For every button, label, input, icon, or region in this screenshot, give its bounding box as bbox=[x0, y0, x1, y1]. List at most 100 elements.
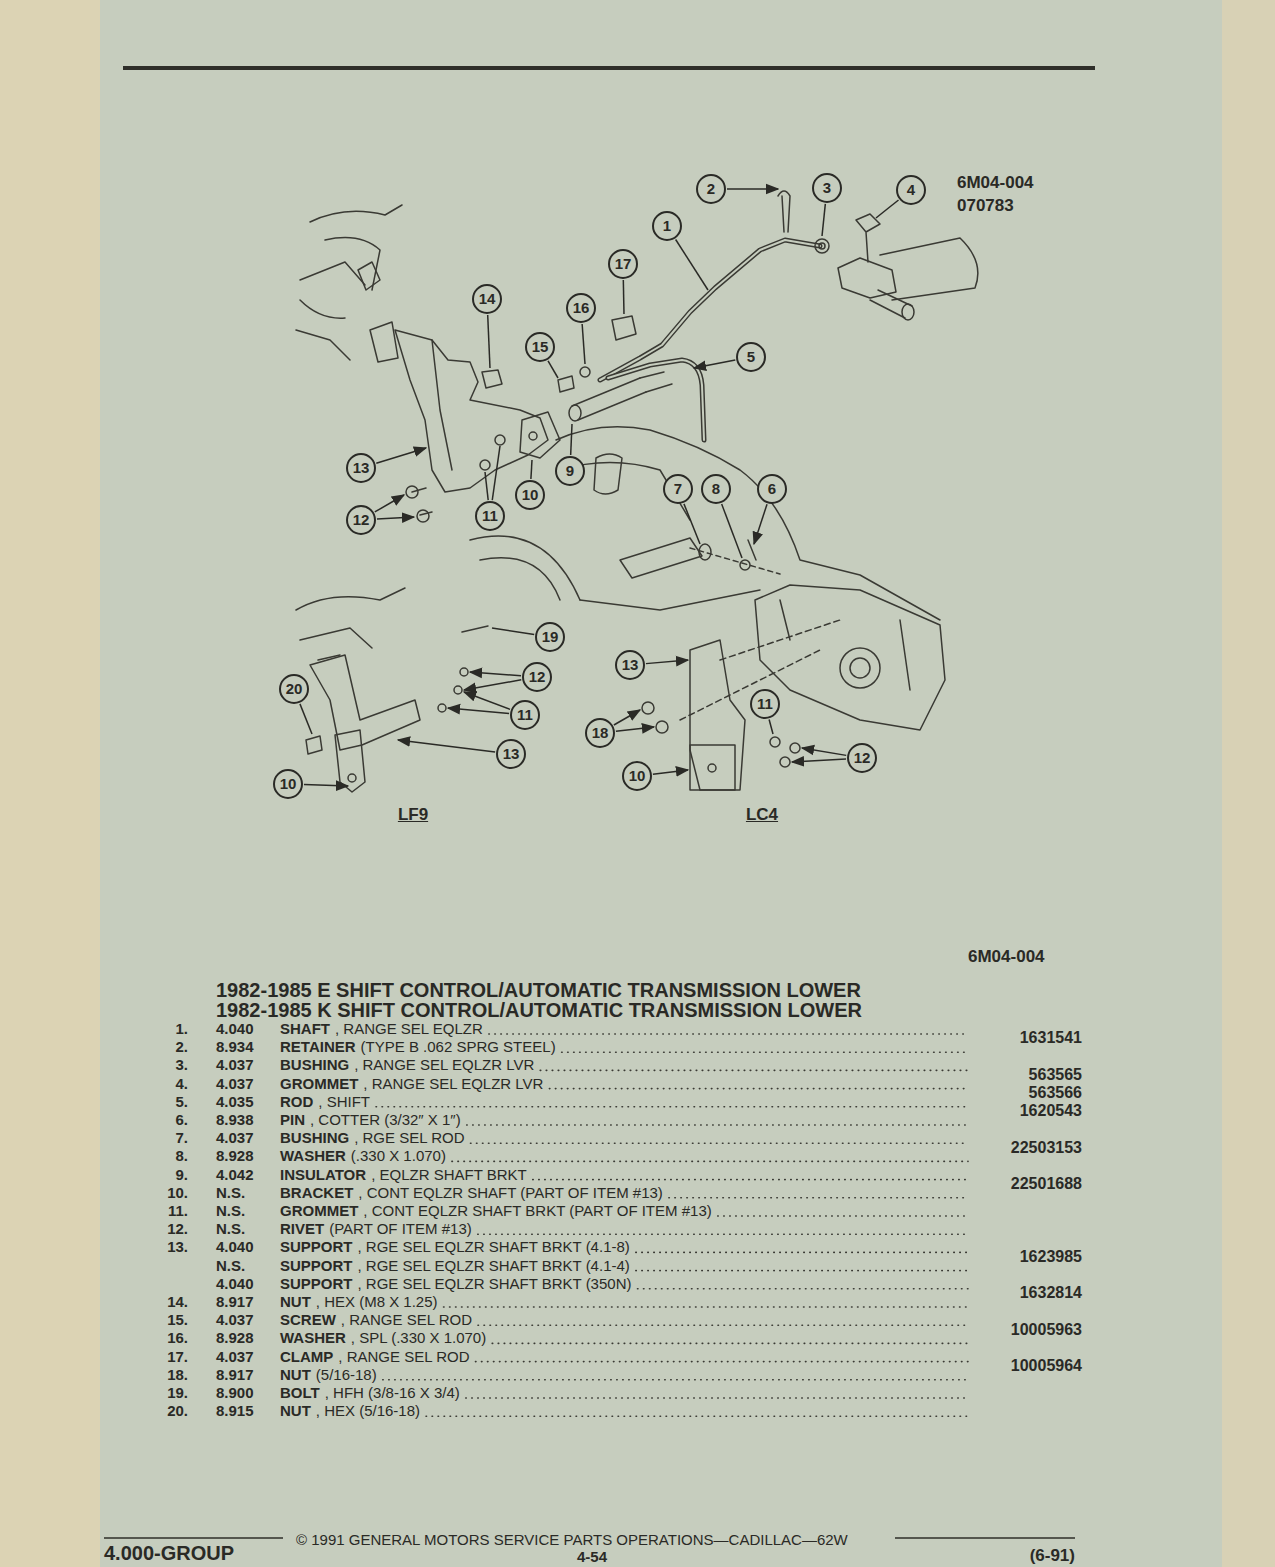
part-name: SUPPORT bbox=[280, 1238, 353, 1256]
callout-number: 11 bbox=[475, 501, 505, 531]
callout-number: 12 bbox=[522, 662, 552, 692]
part-description: , CONT EQLZR SHAFT (PART OF ITEM #13) bbox=[358, 1184, 663, 1202]
leader-line bbox=[684, 504, 700, 544]
row-number: 11. bbox=[168, 1202, 188, 1220]
callout-number: 13 bbox=[346, 453, 376, 483]
drawing-part bbox=[815, 239, 829, 253]
drawing-part bbox=[780, 600, 910, 690]
drawing-part bbox=[600, 240, 820, 380]
drawing-part bbox=[850, 658, 870, 678]
drawing-part bbox=[600, 240, 820, 380]
view-label: LF9 bbox=[398, 806, 428, 824]
dot-leader bbox=[376, 1106, 968, 1108]
part-description: , HEX (M8 X 1.25) bbox=[316, 1293, 438, 1311]
part-number: 22503153 bbox=[1011, 1139, 1082, 1157]
callout-number: 12 bbox=[346, 505, 376, 535]
drawing-part bbox=[417, 510, 429, 522]
callout-number: 12 bbox=[847, 743, 877, 773]
part-name: INSULATOR bbox=[280, 1166, 366, 1184]
part-name: BRACKET bbox=[280, 1184, 353, 1202]
drawing-part bbox=[690, 548, 780, 574]
part-description: (5/16-18) bbox=[316, 1366, 377, 1384]
drawing-part bbox=[556, 427, 940, 620]
callout-number: 4 bbox=[896, 175, 926, 205]
drawing-part bbox=[594, 454, 622, 494]
dot-leader bbox=[669, 1197, 968, 1199]
dot-leader bbox=[452, 1161, 968, 1163]
part-code: 4.040 bbox=[216, 1275, 254, 1293]
part-name: BUSHING bbox=[280, 1056, 349, 1074]
dot-leader bbox=[562, 1051, 968, 1053]
dot-leader bbox=[478, 1324, 968, 1326]
part-code: 8.928 bbox=[216, 1147, 254, 1165]
part-description: , RANGE SEL EQLZR LVR bbox=[354, 1056, 534, 1074]
drawing-part bbox=[690, 745, 735, 790]
drawing-part bbox=[482, 370, 502, 388]
part-name: SUPPORT bbox=[280, 1257, 353, 1275]
dot-leader bbox=[533, 1179, 968, 1181]
leader-line bbox=[792, 759, 846, 762]
leader-line bbox=[754, 504, 767, 544]
drawing-part bbox=[840, 648, 880, 688]
row-number: 17. bbox=[167, 1348, 188, 1366]
row-number: 6. bbox=[175, 1111, 188, 1129]
row-number: 15. bbox=[167, 1311, 188, 1329]
drawing-part bbox=[819, 243, 825, 249]
dot-leader bbox=[637, 1288, 968, 1290]
part-description: , RANGE SEL ROD bbox=[341, 1311, 472, 1329]
dot-leader bbox=[489, 1033, 968, 1035]
callout-number: 6 bbox=[757, 474, 787, 504]
dot-leader bbox=[478, 1233, 968, 1235]
footer-group: 4.000-GROUP bbox=[104, 1544, 234, 1562]
row-number: 13. bbox=[167, 1238, 188, 1256]
row-number: 9. bbox=[175, 1166, 188, 1184]
part-code: 4.037 bbox=[216, 1348, 254, 1366]
leader-line bbox=[802, 748, 846, 755]
part-number: 563566 bbox=[1029, 1084, 1082, 1102]
leader-line bbox=[722, 504, 742, 558]
row-number: 20. bbox=[167, 1402, 188, 1420]
drawing-part bbox=[608, 360, 704, 440]
leader-line bbox=[614, 710, 640, 725]
part-description: , HFH (3/8-16 X 3/4) bbox=[325, 1384, 460, 1402]
row-number: 4. bbox=[175, 1075, 188, 1093]
part-name: SHAFT bbox=[280, 1020, 330, 1038]
leader-line bbox=[300, 704, 312, 734]
drawing-part bbox=[406, 486, 418, 498]
drawing-part bbox=[778, 191, 790, 232]
dot-leader bbox=[540, 1070, 968, 1072]
footer-date: (6-91) bbox=[1030, 1547, 1075, 1565]
part-code: N.S. bbox=[216, 1184, 245, 1202]
dot-leader bbox=[549, 1088, 968, 1090]
drawing-part bbox=[335, 730, 365, 792]
leader-line bbox=[470, 672, 521, 676]
drawing-part bbox=[740, 560, 750, 570]
callout-number: 5 bbox=[736, 342, 766, 372]
part-code: N.S. bbox=[216, 1202, 245, 1220]
drawing-part bbox=[755, 585, 945, 730]
drawing-part bbox=[296, 205, 402, 360]
part-name: RIVET bbox=[280, 1220, 324, 1238]
part-description: (PART OF ITEM #13) bbox=[329, 1220, 472, 1238]
callout-number: 17 bbox=[608, 249, 638, 279]
part-description: , RGE SEL EQLZR SHAFT BRKT (4.1-4) bbox=[358, 1257, 630, 1275]
leader-line bbox=[377, 517, 414, 519]
part-number: 22501688 bbox=[1011, 1175, 1082, 1193]
part-code: 4.040 bbox=[216, 1020, 254, 1038]
part-code: 8.917 bbox=[216, 1366, 254, 1384]
drawing-part bbox=[856, 214, 880, 262]
part-code: 8.915 bbox=[216, 1402, 254, 1420]
part-description: , SHIFT bbox=[318, 1093, 370, 1111]
part-number: 1620543 bbox=[1020, 1102, 1082, 1120]
part-code: 4.037 bbox=[216, 1075, 254, 1093]
callout-number: 18 bbox=[585, 718, 615, 748]
dot-leader bbox=[426, 1415, 968, 1417]
leader-line bbox=[464, 692, 510, 709]
leader-line bbox=[548, 361, 558, 378]
drawing-part bbox=[395, 330, 548, 492]
leader-line bbox=[822, 204, 825, 236]
part-code: 8.917 bbox=[216, 1293, 254, 1311]
part-name: NUT bbox=[280, 1402, 311, 1420]
part-number: 1631541 bbox=[1020, 1029, 1082, 1047]
heading: 1982-1985 E SHIFT CONTROL/AUTOMATIC TRAN… bbox=[216, 981, 861, 999]
